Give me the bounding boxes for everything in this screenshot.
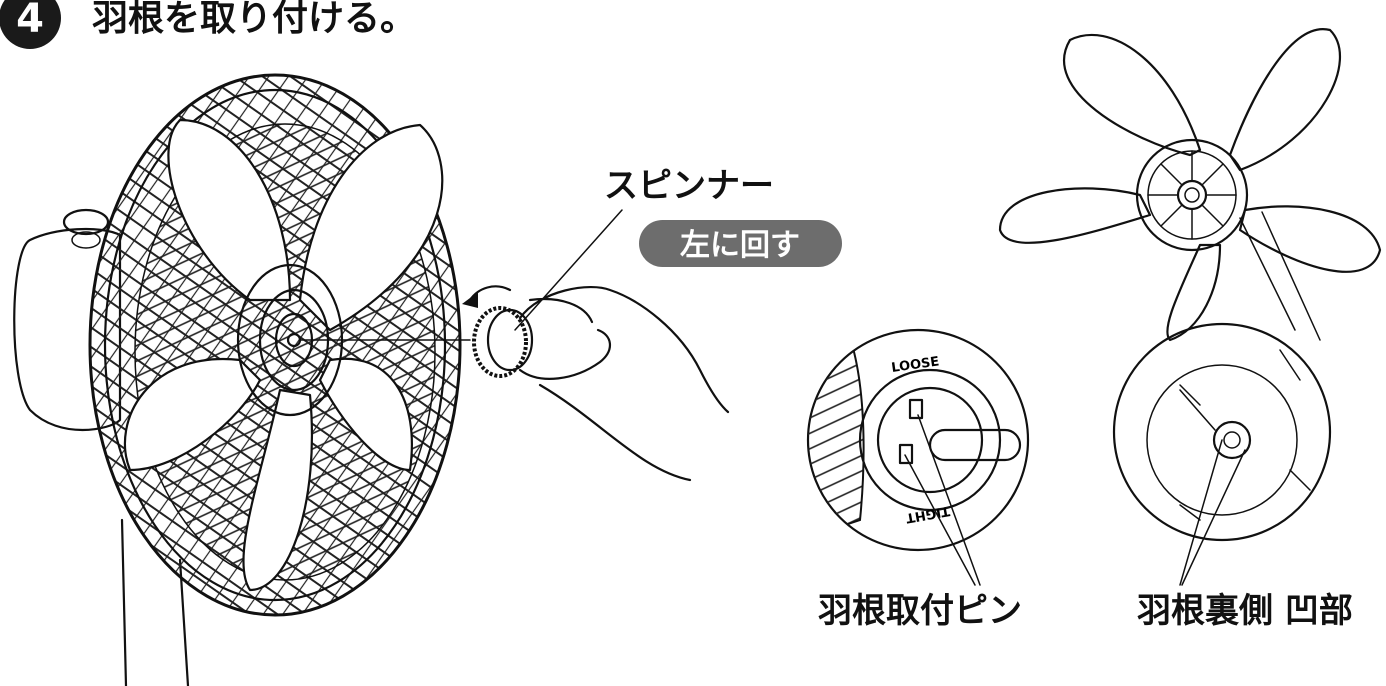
fan-blade	[318, 357, 413, 472]
detail-circle-blade-pin: LOOSE TIGHT	[806, 328, 1030, 586]
step-title: 羽根を取り付ける。	[92, 0, 416, 39]
fan-illustration	[13, 73, 471, 686]
step-heading: 4 羽根を取り付ける。	[0, 0, 416, 49]
step-number-badge	[0, 0, 61, 49]
detail-circle-recess	[1112, 322, 1332, 586]
blade-pin-label: 羽根取付ピン	[818, 591, 1022, 631]
hand	[518, 286, 730, 482]
blade-pin-leader	[904, 414, 981, 586]
blade-top-view	[998, 28, 1382, 342]
spinner-leader-line	[514, 209, 623, 331]
fan-blade	[167, 118, 292, 302]
spinner-illustration	[462, 209, 730, 482]
recess-leader	[1179, 439, 1246, 586]
spinner-label: スピンナー	[604, 166, 774, 206]
spinner-knob	[472, 306, 528, 378]
fan-stand-pole	[120, 518, 190, 686]
turn-left-text: 左に回す	[680, 228, 800, 263]
fan-blade	[298, 123, 444, 332]
blade-back-recess-label: 羽根裏側 凹部	[1137, 591, 1353, 631]
blade-hub	[1135, 138, 1249, 252]
step-number: 4	[16, 0, 44, 42]
arrow-head	[462, 292, 478, 308]
motor-housing	[13, 227, 122, 431]
tight-marking: TIGHT	[905, 503, 951, 525]
turn-left-badge: 左に回す	[639, 220, 842, 267]
fan-blade	[123, 357, 262, 472]
motor-knob	[62, 208, 110, 236]
loose-marking: LOOSE	[890, 354, 940, 376]
fan-blade	[242, 388, 314, 592]
turn-left-pill	[639, 220, 842, 267]
